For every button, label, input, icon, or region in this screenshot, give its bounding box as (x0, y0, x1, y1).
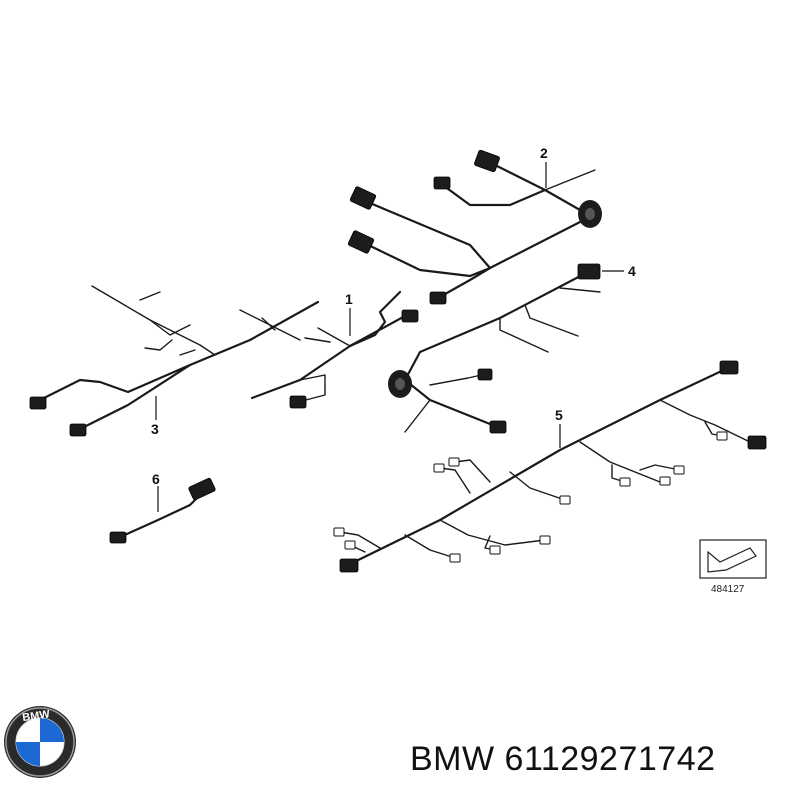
connector (539, 535, 551, 545)
connector (433, 176, 451, 190)
connector (448, 457, 460, 467)
callout-4: 4 (628, 263, 636, 279)
connector (659, 476, 671, 486)
connector (719, 360, 739, 375)
connector (673, 465, 685, 475)
connector (474, 149, 500, 173)
connector (401, 309, 419, 323)
harness-4: 4 (388, 263, 636, 434)
connector (347, 230, 375, 254)
logo-letters: BMW (22, 708, 52, 724)
connector (619, 477, 631, 487)
connector (477, 368, 493, 381)
connector (344, 540, 356, 550)
harness-3: 3 (29, 285, 320, 437)
callout-3: 3 (151, 421, 159, 437)
callout-5: 5 (555, 407, 563, 423)
callout-1: 1 (345, 291, 353, 307)
connector (433, 463, 445, 473)
connector (429, 291, 447, 305)
connector (289, 395, 307, 409)
connector (577, 263, 601, 280)
bmw-roundel-logo: BMW (4, 706, 76, 778)
reference-code: 484127 (711, 584, 745, 595)
connector (716, 431, 728, 441)
connector (109, 531, 127, 544)
harness-1: 1 (250, 290, 419, 409)
part-number-label: BMW 61129271742 (410, 740, 716, 778)
connector (559, 495, 571, 505)
arrow-frame-icon (707, 547, 757, 573)
callout-2: 2 (540, 145, 548, 161)
connector (349, 186, 377, 210)
harness-5: 5 (333, 360, 767, 573)
harness-6: 6 (109, 471, 216, 544)
harness-2: 2 (347, 145, 602, 305)
reference-box: 484127 (699, 539, 767, 595)
connector (747, 435, 767, 450)
connector (333, 527, 345, 537)
connector (188, 477, 216, 501)
connector (339, 558, 359, 573)
connector (29, 396, 47, 410)
callout-6: 6 (152, 471, 160, 487)
connector (489, 545, 501, 555)
connector (489, 420, 507, 434)
connector (449, 553, 461, 563)
connector (69, 423, 87, 437)
